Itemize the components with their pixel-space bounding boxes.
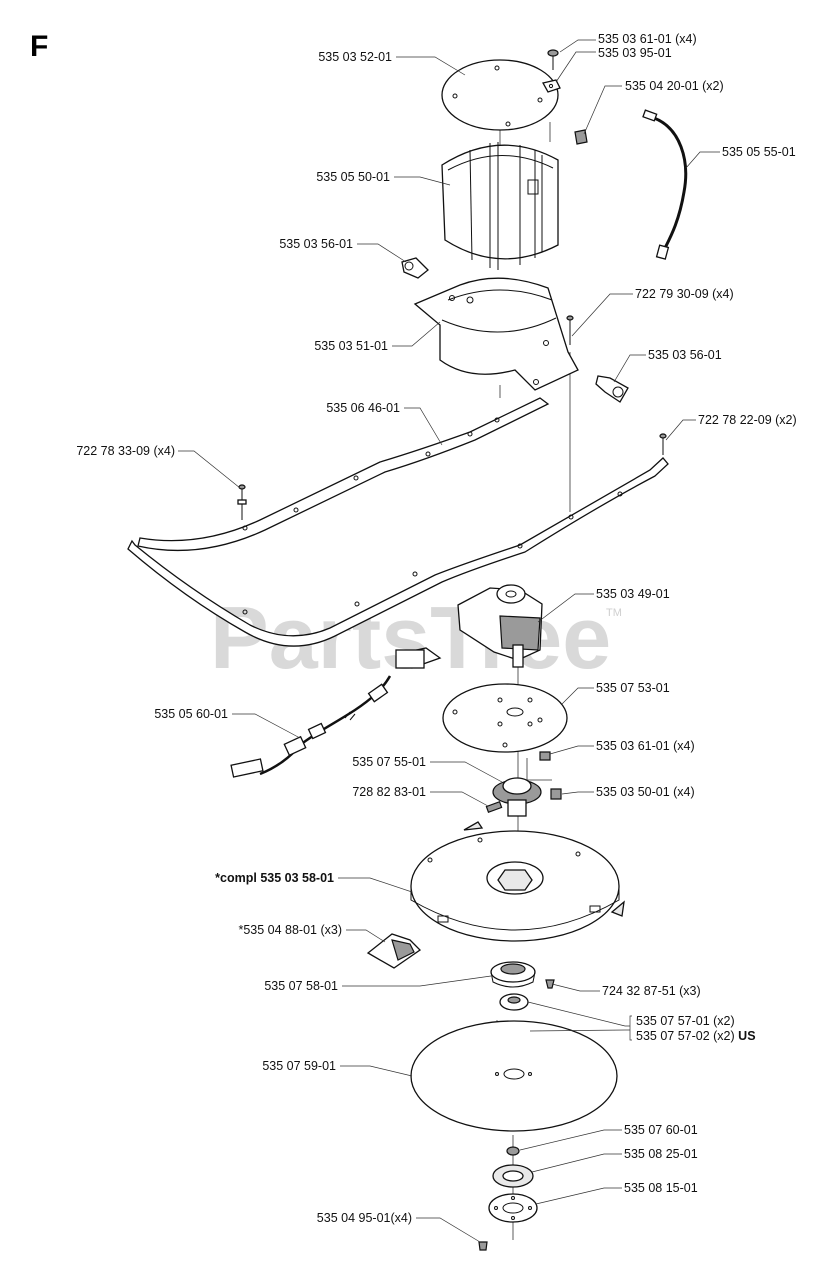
upper-housing-part — [441, 142, 559, 270]
label-535-07-57-02: 535 07 57-02 (x2) US — [636, 1029, 756, 1043]
rail-screw-left-part — [237, 484, 247, 520]
sensor-cable-part — [642, 109, 688, 260]
label-535-08-15-01: 535 08 15-01 — [624, 1181, 698, 1195]
label-535-03-61-01-mid: 535 03 61-01 (x4) — [596, 739, 695, 753]
label-535-07-59-01: 535 07 59-01 — [262, 1059, 336, 1073]
label-535-06-46-01: 535 06 46-01 — [326, 401, 400, 415]
label-535-04-95-01: 535 04 95-01(x4) — [317, 1211, 412, 1225]
plug-right-part — [595, 375, 629, 403]
rail-screw-right-part — [659, 433, 667, 455]
cap-screw-part — [478, 1241, 488, 1251]
housing-screw-part — [566, 315, 574, 345]
label-us-suffix: US — [738, 1029, 755, 1043]
set-screw-part — [485, 801, 503, 813]
blade-disc-part — [410, 821, 625, 942]
bearing-housing-part — [490, 961, 536, 988]
wire-harness-part — [230, 647, 442, 778]
label-535-04-20-01: 535 04 20-01 (x2) — [625, 79, 724, 93]
label-535-03-50-01: 535 03 50-01 (x4) — [596, 785, 695, 799]
label-535-05-50-01: 535 05 50-01 — [316, 170, 390, 184]
lower-disc-part — [410, 1020, 618, 1132]
housing-bolt-part — [545, 979, 555, 989]
washer-part — [492, 1164, 534, 1188]
label-535-03-52-01: 535 03 52-01 — [318, 50, 392, 64]
motor-plate-part — [442, 683, 568, 753]
cutting-knife-part — [366, 933, 422, 969]
label-722-78-22-09: 722 78 22-09 (x2) — [698, 413, 797, 427]
label-535-03-95-01: 535 03 95-01 — [598, 46, 672, 60]
cover-screw-part — [547, 49, 559, 70]
label-535-03-49-01: 535 03 49-01 — [596, 587, 670, 601]
motor-part — [457, 584, 543, 668]
label-535-03-51-01: 535 03 51-01 — [314, 339, 388, 353]
top-cover-part — [441, 59, 559, 131]
part-labels: 535 03 52-01 535 03 61-01 (x4) 535 03 95… — [76, 32, 796, 1225]
lower-housing-part — [413, 277, 579, 391]
label-535-07-57-01: 535 07 57-01 (x2) — [636, 1014, 735, 1028]
label-535-04-88-01: *535 04 88-01 (x3) — [238, 923, 342, 937]
label-724-32-87-51: 724 32 87-51 (x3) — [602, 984, 701, 998]
label-compl-535-03-58-01: *compl 535 03 58-01 — [215, 871, 334, 885]
label-535-03-56-01-left: 535 03 56-01 — [279, 237, 353, 251]
bottom-cap-part — [488, 1193, 538, 1223]
hub-nut-part — [506, 1146, 520, 1156]
section-letter: F — [30, 30, 48, 63]
watermark-tm: TM — [606, 607, 622, 619]
label-535-07-53-01: 535 07 53-01 — [596, 681, 670, 695]
label-535-05-60-01: 535 05 60-01 — [154, 707, 228, 721]
bearing-upper-part — [499, 993, 529, 1011]
plate-screw-part — [539, 751, 551, 761]
plug-left-part — [401, 257, 429, 279]
cover-bracket-part — [542, 79, 561, 93]
label-535-03-61-01-top: 535 03 61-01 (x4) — [598, 32, 697, 46]
label-535-07-60-01: 535 07 60-01 — [624, 1123, 698, 1137]
hub-screw-part — [550, 788, 562, 800]
label-535-07-55-01: 535 07 55-01 — [352, 755, 426, 769]
label-728-82-83-01: 728 82 83-01 — [352, 785, 426, 799]
label-535-07-58-01: 535 07 58-01 — [264, 979, 338, 993]
leader-lines — [178, 39, 720, 1243]
label-722-79-30-09: 722 79 30-09 (x4) — [635, 287, 734, 301]
label-535-05-55-01: 535 05 55-01 — [722, 145, 796, 159]
label-535-08-25-01: 535 08 25-01 — [624, 1147, 698, 1161]
bearing-label-bracket — [629, 1015, 632, 1041]
bumper-rail-part — [127, 397, 669, 647]
blade-hub-part — [492, 777, 542, 817]
label-535-03-56-01-right: 535 03 56-01 — [648, 348, 722, 362]
label-722-78-33-09: 722 78 33-09 (x4) — [76, 444, 175, 458]
